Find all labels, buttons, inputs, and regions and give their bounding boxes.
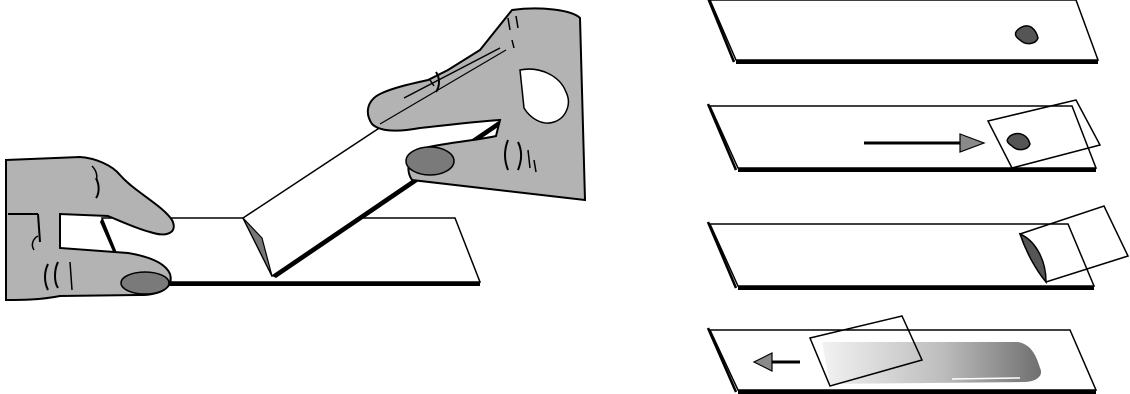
step-4-forming-smear <box>708 316 1096 394</box>
step-1-slide-with-drop <box>708 0 1098 64</box>
hands-technique-panel <box>6 8 585 300</box>
step-2-spreader-approach <box>708 100 1100 172</box>
fingernail-icon <box>406 147 454 175</box>
thumbnail-icon <box>121 272 169 294</box>
step-3-drop-spreading <box>708 206 1128 290</box>
left-hand-icon <box>6 157 174 300</box>
